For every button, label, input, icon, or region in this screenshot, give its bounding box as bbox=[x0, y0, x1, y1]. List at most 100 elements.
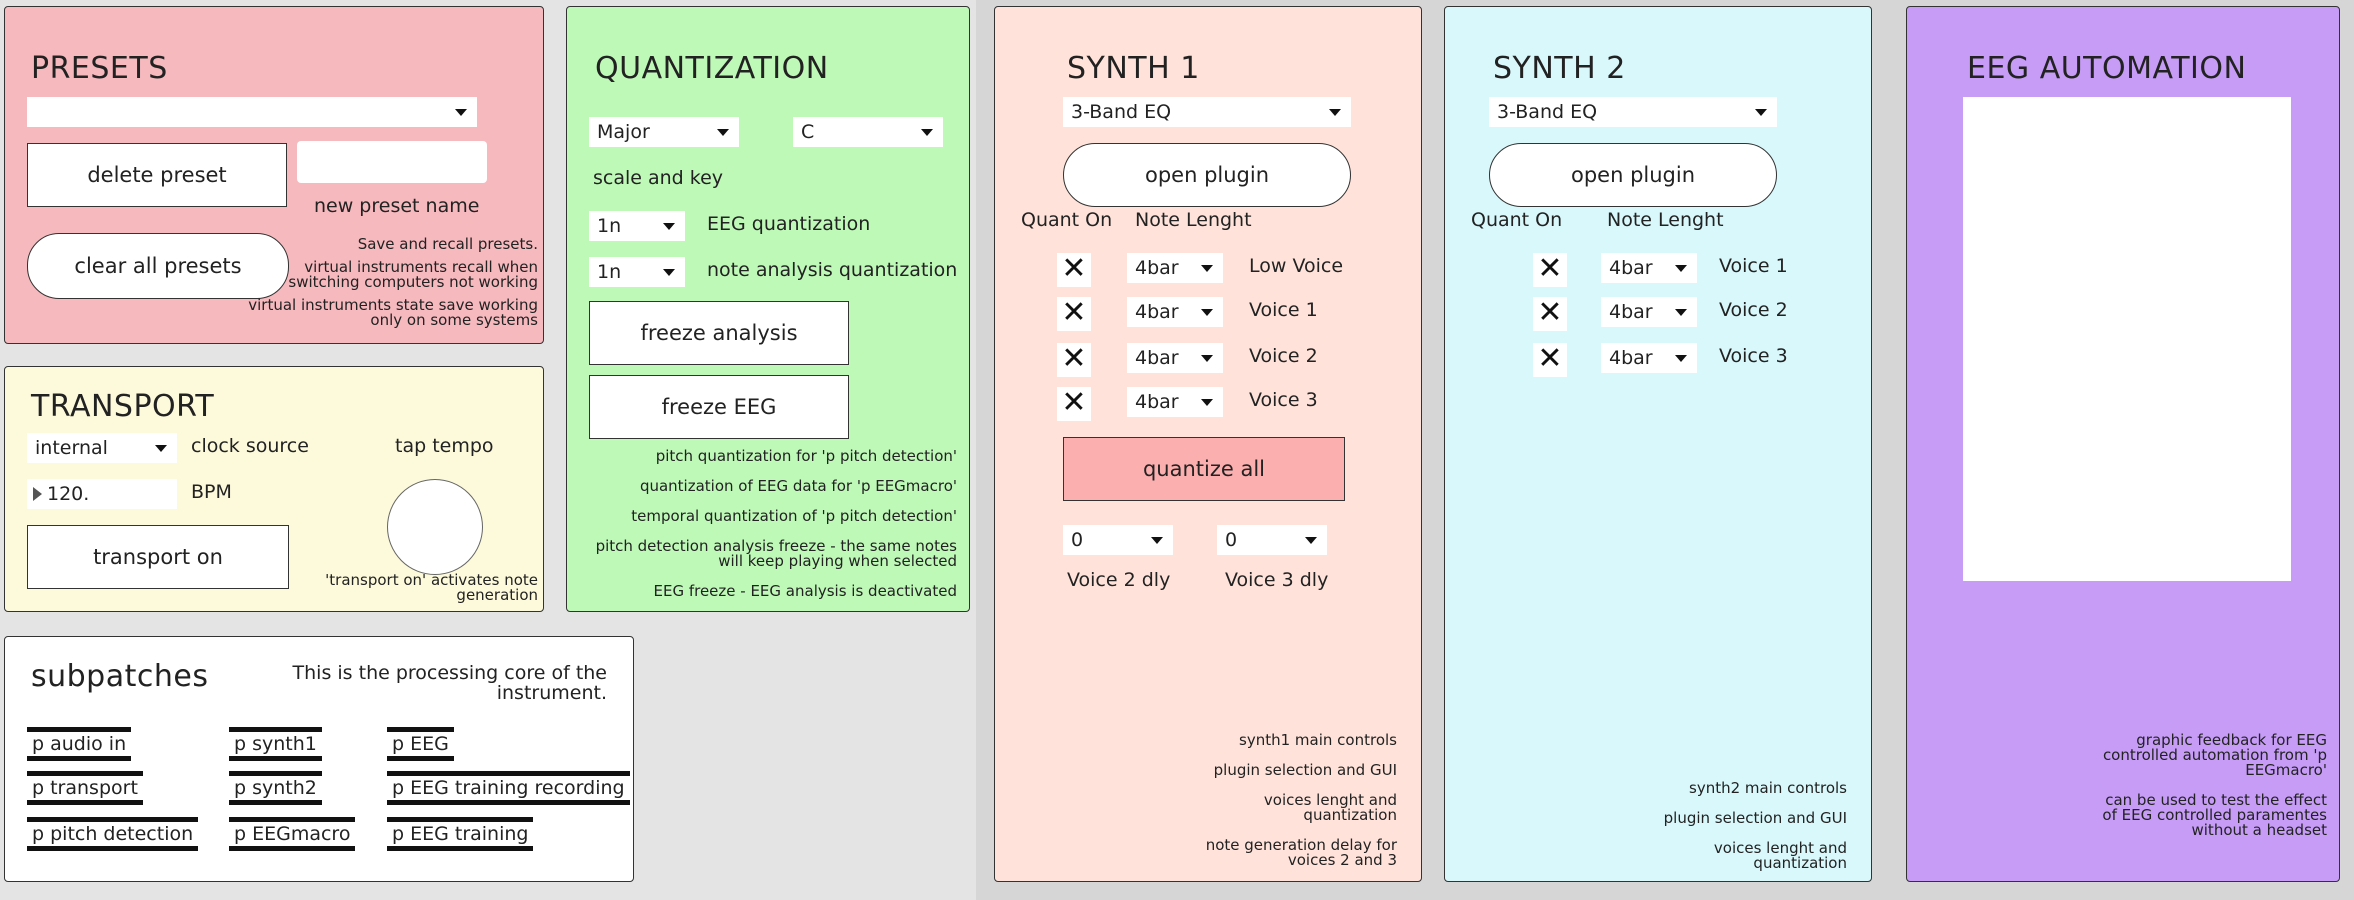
presets-panel: PRESETS delete preset new preset name cl… bbox=[4, 6, 544, 344]
key-value: C bbox=[801, 121, 815, 143]
transport-comment: 'transport on' activates note generation bbox=[325, 573, 538, 603]
new-preset-name-input[interactable] bbox=[297, 141, 487, 183]
quant-on-label: Quant On bbox=[1021, 209, 1113, 231]
eeg-quantization-dropdown[interactable]: 1n bbox=[589, 211, 685, 241]
clock-source-dropdown[interactable]: internal bbox=[27, 433, 177, 463]
subpatch-transport[interactable]: p transport bbox=[27, 771, 143, 805]
chevron-down-icon bbox=[1675, 265, 1687, 272]
comment-line: virtual instruments recall when bbox=[304, 258, 538, 276]
length-value: 4bar bbox=[1609, 257, 1653, 279]
description-line: instrument. bbox=[496, 682, 607, 704]
length-value: 4bar bbox=[1609, 301, 1653, 323]
tap-tempo-button[interactable] bbox=[387, 479, 483, 575]
subpatch-eeg[interactable]: p EEG bbox=[387, 727, 454, 761]
synth2-quant-toggle-voice-2[interactable]: ✕ bbox=[1533, 297, 1567, 331]
scale-and-key-label: scale and key bbox=[593, 167, 724, 189]
bpm-number-box[interactable]: 120. bbox=[27, 479, 177, 509]
note-analysis-quantization-label: note analysis quantization bbox=[707, 259, 958, 281]
synth1-length-dropdown-voice-3[interactable]: 4bar bbox=[1127, 387, 1223, 417]
voice-label: Voice 3 bbox=[1249, 389, 1318, 411]
comment-line: graphic feedback for EEG bbox=[2136, 731, 2327, 749]
transport-panel: TRANSPORT internal clock source tap temp… bbox=[4, 366, 544, 612]
comment-line: synth2 main controls bbox=[1689, 779, 1847, 797]
synth1-length-dropdown-voice-2[interactable]: 4bar bbox=[1127, 343, 1223, 373]
voice-label: Voice 2 bbox=[1249, 345, 1318, 367]
note-analysis-quantization-dropdown[interactable]: 1n bbox=[589, 257, 685, 287]
length-value: 4bar bbox=[1135, 301, 1179, 323]
presets-comment: Save and recall presets. virtual instrum… bbox=[248, 237, 538, 328]
comment-line: pitch detection analysis freeze - the sa… bbox=[595, 537, 957, 555]
voice2-delay-label: Voice 2 dly bbox=[1067, 569, 1171, 591]
quantize-all-button[interactable]: quantize all bbox=[1063, 437, 1345, 501]
synth1-open-plugin-button[interactable]: open plugin bbox=[1063, 143, 1351, 207]
chevron-down-icon bbox=[1755, 109, 1767, 116]
length-value: 4bar bbox=[1135, 257, 1179, 279]
comment-line: 'transport on' activates note bbox=[325, 571, 538, 589]
key-dropdown[interactable]: C bbox=[793, 117, 943, 147]
length-value: 4bar bbox=[1609, 347, 1653, 369]
delete-preset-button[interactable]: delete preset bbox=[27, 143, 287, 207]
synth1-quant-toggle-voice-2[interactable]: ✕ bbox=[1057, 343, 1091, 377]
quant-on-label: Quant On bbox=[1471, 209, 1563, 231]
subpatch-eeg-training-recording[interactable]: p EEG training recording bbox=[387, 771, 630, 805]
subpatch-synth1[interactable]: p synth1 bbox=[229, 727, 322, 761]
synth2-open-plugin-button[interactable]: open plugin bbox=[1489, 143, 1777, 207]
chevron-down-icon bbox=[1201, 399, 1213, 406]
synth2-length-dropdown-voice-3[interactable]: 4bar bbox=[1601, 343, 1697, 373]
synth2-panel: SYNTH 2 3-Band EQ open plugin Quant On N… bbox=[1444, 6, 1872, 882]
synth1-length-dropdown-voice-1[interactable]: 4bar bbox=[1127, 297, 1223, 327]
chevron-down-icon bbox=[663, 269, 675, 276]
chevron-down-icon bbox=[455, 109, 467, 116]
comment-line: can be used to test the effect bbox=[2105, 791, 2327, 809]
synth1-quant-toggle-voice-1[interactable]: ✕ bbox=[1057, 297, 1091, 331]
subpatch-synth2[interactable]: p synth2 bbox=[229, 771, 322, 805]
subpatch-audio-in[interactable]: p audio in bbox=[27, 727, 132, 761]
note-length-label: Note Lenght bbox=[1607, 209, 1724, 231]
eeg-automation-title: EEG AUTOMATION bbox=[1967, 51, 2247, 86]
length-value: 4bar bbox=[1135, 347, 1179, 369]
subpatch-eegmacro[interactable]: p EEGmacro bbox=[229, 817, 356, 851]
eeg-quantization-label: EEG quantization bbox=[707, 213, 871, 235]
comment-line: synth1 main controls bbox=[1239, 731, 1397, 749]
description-line: This is the processing core of the bbox=[292, 662, 607, 684]
preset-dropdown[interactable] bbox=[27, 97, 477, 127]
voice-label: Voice 1 bbox=[1249, 299, 1318, 321]
eeg-quantization-value: 1n bbox=[597, 215, 622, 237]
chevron-down-icon bbox=[155, 445, 167, 452]
quantization-panel: QUANTIZATION Major C scale and key 1n EE… bbox=[566, 6, 970, 612]
subpatch-eeg-training[interactable]: p EEG training bbox=[387, 817, 534, 851]
comment-line: of EEG controlled paramentes bbox=[2102, 806, 2327, 824]
voice3-delay-dropdown[interactable]: 0 bbox=[1217, 525, 1327, 555]
chevron-down-icon bbox=[1201, 309, 1213, 316]
synth2-length-dropdown-voice-1[interactable]: 4bar bbox=[1601, 253, 1697, 283]
comment-line: controlled automation from 'p bbox=[2102, 746, 2327, 764]
freeze-analysis-toggle[interactable]: freeze analysis bbox=[589, 301, 849, 365]
chevron-down-icon bbox=[1201, 265, 1213, 272]
note-length-label: Note Lenght bbox=[1135, 209, 1252, 231]
synth2-plugin-value: 3-Band EQ bbox=[1497, 101, 1598, 123]
synth1-length-dropdown-low-voice[interactable]: 4bar bbox=[1127, 253, 1223, 283]
voice-label: Low Voice bbox=[1249, 255, 1344, 277]
eeg-automation-display[interactable] bbox=[1963, 97, 2291, 581]
transport-on-toggle[interactable]: transport on bbox=[27, 525, 289, 589]
quantization-title: QUANTIZATION bbox=[595, 51, 829, 86]
synth2-length-dropdown-voice-2[interactable]: 4bar bbox=[1601, 297, 1697, 327]
comment-line: voices lenght and bbox=[1263, 791, 1397, 809]
voice3-delay-label: Voice 3 dly bbox=[1225, 569, 1329, 591]
comment-line: switching computers not working bbox=[288, 273, 538, 291]
synth2-quant-toggle-voice-1[interactable]: ✕ bbox=[1533, 253, 1567, 287]
comment-line: only on some systems bbox=[370, 311, 538, 329]
synth1-quant-toggle-low-voice[interactable]: ✕ bbox=[1057, 253, 1091, 287]
voice2-delay-dropdown[interactable]: 0 bbox=[1063, 525, 1173, 555]
freeze-eeg-toggle[interactable]: freeze EEG bbox=[589, 375, 849, 439]
synth1-quant-toggle-voice-3[interactable]: ✕ bbox=[1057, 387, 1091, 421]
comment-line: plugin selection and GUI bbox=[1213, 761, 1397, 779]
scale-value: Major bbox=[597, 121, 650, 143]
scale-dropdown[interactable]: Major bbox=[589, 117, 739, 147]
synth2-plugin-dropdown[interactable]: 3-Band EQ bbox=[1489, 97, 1777, 127]
synth2-quant-toggle-voice-3[interactable]: ✕ bbox=[1533, 343, 1567, 377]
clock-source-value: internal bbox=[35, 437, 108, 459]
synth1-plugin-dropdown[interactable]: 3-Band EQ bbox=[1063, 97, 1351, 127]
clear-all-presets-button[interactable]: clear all presets bbox=[27, 233, 289, 299]
subpatch-pitch-detection[interactable]: p pitch detection bbox=[27, 817, 199, 851]
